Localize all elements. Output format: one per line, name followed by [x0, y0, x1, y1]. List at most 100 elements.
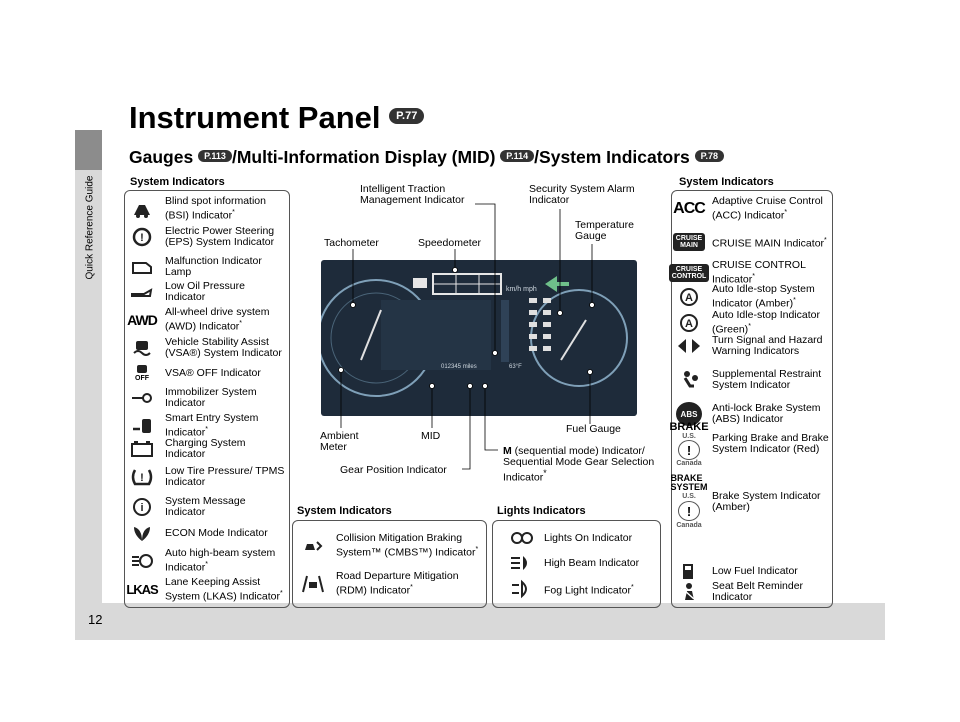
indicators-ref-link[interactable]: P.78: [694, 150, 725, 163]
svg-text:km/h mph: km/h mph: [506, 286, 537, 293]
indicator-label: Charging System Indicator: [165, 437, 246, 460]
fuel-pump-icon: [676, 560, 702, 582]
indicator-label: Low Tire Pressure/ TPMS Indicator: [165, 465, 285, 488]
tire-pressure-icon: !: [129, 466, 155, 488]
indicator-row: Immobilizer System Indicator: [129, 387, 287, 409]
indicator-row: Low Oil Pressure Indicator: [129, 281, 287, 303]
indicator-label: Parking Brake and Brake System Indicator…: [712, 432, 829, 455]
seat-belt-icon: [676, 581, 702, 603]
gauges-ref-link[interactable]: P.113: [198, 150, 232, 163]
right-indicators-box: [671, 190, 833, 608]
indicator-label: Immobilizer System Indicator: [165, 386, 257, 409]
indicator-label: Electric Power Steering (EPS) System Ind…: [165, 225, 275, 248]
indicator-row: Low Fuel Indicator: [676, 560, 830, 582]
indicator-label: Blind spot information (BSI) Indicator*: [165, 195, 266, 222]
svg-text:i: i: [140, 502, 143, 514]
indicator-label: System Message Indicator: [165, 495, 246, 518]
indicator-label: All-wheel drive system (AWD) Indicator*: [165, 306, 270, 333]
indicator-label: Low Oil Pressure Indicator: [165, 280, 245, 303]
indicator-row: Charging System Indicator: [129, 438, 287, 460]
info-icon: i: [129, 496, 155, 518]
gear-position-callout: Gear Position Indicator: [340, 464, 447, 476]
indicator-label: Adaptive Cruise Control (ACC) Indicator*: [712, 195, 823, 222]
indicator-row: Lights On Indicator: [508, 527, 658, 549]
m-indicator-callout: M (sequential mode) Indicator/ Sequentia…: [503, 445, 655, 484]
rdm-icon: [300, 573, 326, 595]
right-panel-title: System Indicators: [679, 176, 774, 188]
title-ref-link[interactable]: P.77: [389, 107, 425, 124]
traction-callout: Intelligent Traction Management Indicato…: [360, 183, 465, 206]
vsa-icon: [129, 337, 155, 359]
side-tab-marker: [75, 130, 102, 170]
indicator-row: Malfunction Indicator Lamp: [129, 256, 287, 278]
indicator-row: i System Message Indicator: [129, 496, 287, 518]
bottom-band: [75, 603, 885, 640]
indicator-row: OFF VSA® OFF Indicator: [129, 362, 287, 384]
battery-icon: [129, 438, 155, 460]
temperature-callout: Temperature Gauge: [575, 219, 634, 242]
indicator-label: Malfunction Indicator Lamp: [165, 255, 262, 278]
indicator-row: A Auto Idle-stop Indicator (Green)*: [676, 310, 830, 336]
ambient-callout: Ambient Meter: [320, 430, 359, 453]
indicator-label: Auto Idle-stop Indicator (Green)*: [712, 309, 820, 336]
left-indicators-box: [124, 190, 290, 608]
indicator-label: Brake System Indicator (Amber): [712, 490, 821, 513]
indicator-row: A Auto Idle-stop System Indicator (Amber)…: [676, 284, 830, 310]
smart-entry-icon: [129, 415, 155, 437]
idle-stop-amber-icon: A: [676, 286, 702, 308]
svg-text:A: A: [685, 292, 693, 304]
bottom-system-box: [292, 520, 487, 608]
page-number: 12: [88, 612, 103, 627]
indicator-row: Turn Signal and Hazard Warning Indicator…: [676, 335, 830, 357]
abs-icon: ABS: [676, 402, 702, 426]
svg-text:!: !: [140, 472, 144, 484]
indicator-label: VSA® OFF Indicator: [165, 366, 261, 379]
indicator-label: High Beam Indicator: [544, 556, 640, 569]
awd-icon: AWD: [127, 311, 158, 328]
fog-light-icon: [508, 578, 534, 600]
indicator-label: Road Departure Mitigation (RDM) Indicato…: [336, 570, 459, 597]
bottom-system-title: System Indicators: [297, 505, 392, 517]
vsa-off-icon: OFF: [129, 362, 155, 384]
indicator-label: Collision Mitigation Braking System™ (CM…: [336, 532, 479, 559]
left-panel-title: System Indicators: [130, 176, 225, 188]
security-callout: Security System Alarm Indicator: [529, 183, 635, 206]
indicator-label: Turn Signal and Hazard Warning Indicator…: [712, 334, 823, 357]
indicator-label: CRUISE CONTROL Indicator*: [712, 259, 806, 286]
indicator-row: Auto high-beam system Indicator*: [129, 548, 287, 574]
indicator-row: Collision Mitigation Braking System™ (CM…: [300, 533, 484, 559]
mid-callout: MID: [421, 430, 441, 442]
mid-ref-link[interactable]: P.114: [500, 150, 535, 163]
indicator-label: Vehicle Stability Assist (VSA®) System I…: [165, 336, 282, 359]
indicator-label: Auto high-beam system Indicator*: [165, 547, 276, 574]
svg-text:012345 miles: 012345 miles: [441, 364, 477, 370]
indicator-row: ACC Adaptive Cruise Control (ACC) Indicat…: [673, 195, 830, 222]
indicator-row: AWD All-wheel drive system (AWD) Indicato…: [127, 306, 287, 333]
acc-icon: ACC: [673, 199, 706, 217]
indicator-label: Auto Idle-stop System Indicator (Amber)*: [712, 283, 815, 310]
svg-text:A: A: [685, 318, 693, 330]
lights-box: [492, 520, 661, 608]
fuel-gauge-callout: Fuel Gauge: [566, 423, 621, 435]
high-beam-icon: [508, 552, 534, 574]
indicator-row: Blind spot information (BSI) Indicator*: [129, 196, 287, 222]
indicator-row: ECON Mode Indicator: [129, 522, 287, 544]
indicator-label: CRUISE MAIN Indicator*: [712, 236, 827, 250]
indicator-row: Fog Light Indicator*: [508, 578, 658, 600]
lights-on-icon: [508, 527, 534, 549]
svg-text:!: !: [140, 232, 144, 244]
indicator-label: Supplemental Restraint System Indicator: [712, 368, 822, 391]
key-icon: [129, 387, 155, 409]
lkas-icon: LKAS: [126, 582, 158, 598]
indicator-label: Smart Entry System Indicator*: [165, 412, 259, 439]
